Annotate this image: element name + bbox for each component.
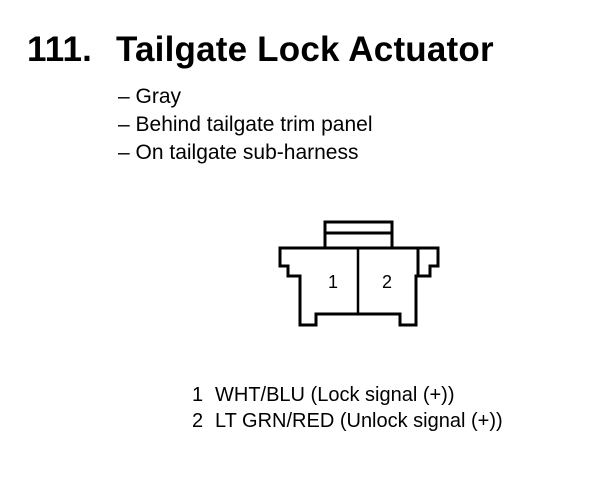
connector-diagram: 1 2 [278,218,440,330]
note-harness: – On tailgate sub-harness [118,141,359,164]
component-name: Tailgate Lock Actuator [116,30,494,69]
pinout-list: 1 WHT/BLU (Lock signal (+)) 2 LT GRN/RED (… [192,382,503,434]
cavity-label-2: 2 [382,272,392,292]
component-notes: – Gray – Behind tailgate trim panel – On… [118,83,373,167]
note-color: – Gray [118,85,182,108]
pinout-row: 2 LT GRN/RED (Unlock signal (+)) [192,408,503,434]
component-title: 111. Tailgate Lock Actuator [27,30,494,70]
pin-number: 1 [192,384,204,406]
component-number: 111. [27,30,93,69]
pin-number: 2 [192,410,204,432]
cavity-label-1: 1 [328,272,338,292]
connector-face-view: 1 2 [278,220,440,327]
connector-housing [278,246,440,327]
pinout-row: 1 WHT/BLU (Lock signal (+)) [192,382,503,408]
pin-description: LT GRN/RED (Unlock signal (+)) [215,410,503,432]
pin-description: WHT/BLU (Lock signal (+)) [215,384,455,406]
connector-lock-tab [323,220,394,248]
note-location: – Behind tailgate trim panel [118,113,373,136]
